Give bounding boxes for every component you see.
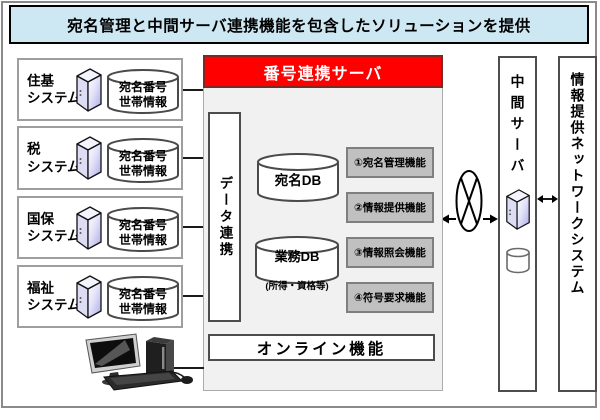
connector-line [183,226,204,228]
double-arrow-icon [537,192,558,210]
server-tower-icon [74,272,104,327]
database-cylinder-icon: 宛名番号 世帯情報 [106,275,180,322]
gyomu-db-label: 業務DB [274,249,320,265]
data-linkage-box: データ連携 [208,112,241,322]
network-x-icon [454,168,484,239]
number-linkage-server-header: 番号連携サーバ [203,55,443,88]
server-tower-icon [504,186,532,238]
arrow-right-icon [483,212,498,230]
network-system-label: 情報提供ネットワークシステム [569,72,586,296]
system-db-label: 宛名番号 世帯情報 [118,287,167,316]
connector-line [183,157,204,159]
function-box-fugo-yokyu: ④符号要求機能 [346,282,434,313]
system-db-label: 宛名番号 世帯情報 [118,80,167,109]
database-cylinder-icon: 宛名番号 世帯情報 [106,137,180,184]
system-db-label: 宛名番号 世帯情報 [118,218,167,247]
connector-line [183,295,204,297]
function-box-joho-teikyo: ②情報提供機能 [346,192,434,223]
system-label: 福祉 システム [27,279,81,313]
server-tower-icon [74,65,104,120]
gyomu-db-cylinder: 業務DB (所得・資格等) [254,235,340,292]
atena-db-label: 宛名DB [274,172,322,188]
gyomu-db-note: (所得・資格等) [265,280,329,292]
database-cylinder-icon: 宛名番号 世帯情報 [106,68,180,115]
system-label: 税 システム [27,141,81,174]
intermediate-server-label: 中間サーバ [509,74,526,179]
atena-db-cylinder: 宛名DB [256,152,340,203]
network-system-box: 情報提供ネットワークシステム [558,56,597,392]
system-box-fukushi: 福祉 システム 宛名番号 世帯情報 [17,265,183,328]
database-cylinder-icon: 宛名番号 世帯情報 [106,206,180,253]
system-box-kokuho: 国保 システム 宛名番号 世帯情報 [17,196,183,259]
system-box-juki: 住基 システム 宛名番号 世帯情報 [17,58,183,121]
server-tower-icon [74,203,104,258]
desktop-computer-icon [80,331,200,398]
system-db-label: 宛名番号 世帯情報 [118,149,167,178]
system-box-zei: 税 システム 宛名番号 世帯情報 [17,126,183,190]
function-box-atena-kanri: ①宛名管理機能 [346,147,434,178]
data-linkage-label: データ連携 [217,175,233,259]
function-box-joho-shokai: ③情報照会機能 [346,237,434,268]
system-label: 国保 システム [27,210,81,244]
computer-connector-line [163,367,204,369]
connector-line [183,89,204,91]
intermediate-server-box: 中間サーバ [498,56,537,392]
server-tower-icon [74,133,104,188]
diagram-title: 宛名管理と中間サーバ連携機能を包含したソリューションを提供 [9,5,589,44]
arrow-left-icon [441,212,456,230]
online-function-box: オンライン機能 [208,334,435,361]
system-label: 住基 システム [27,72,81,106]
database-cylinder-icon [505,247,531,279]
